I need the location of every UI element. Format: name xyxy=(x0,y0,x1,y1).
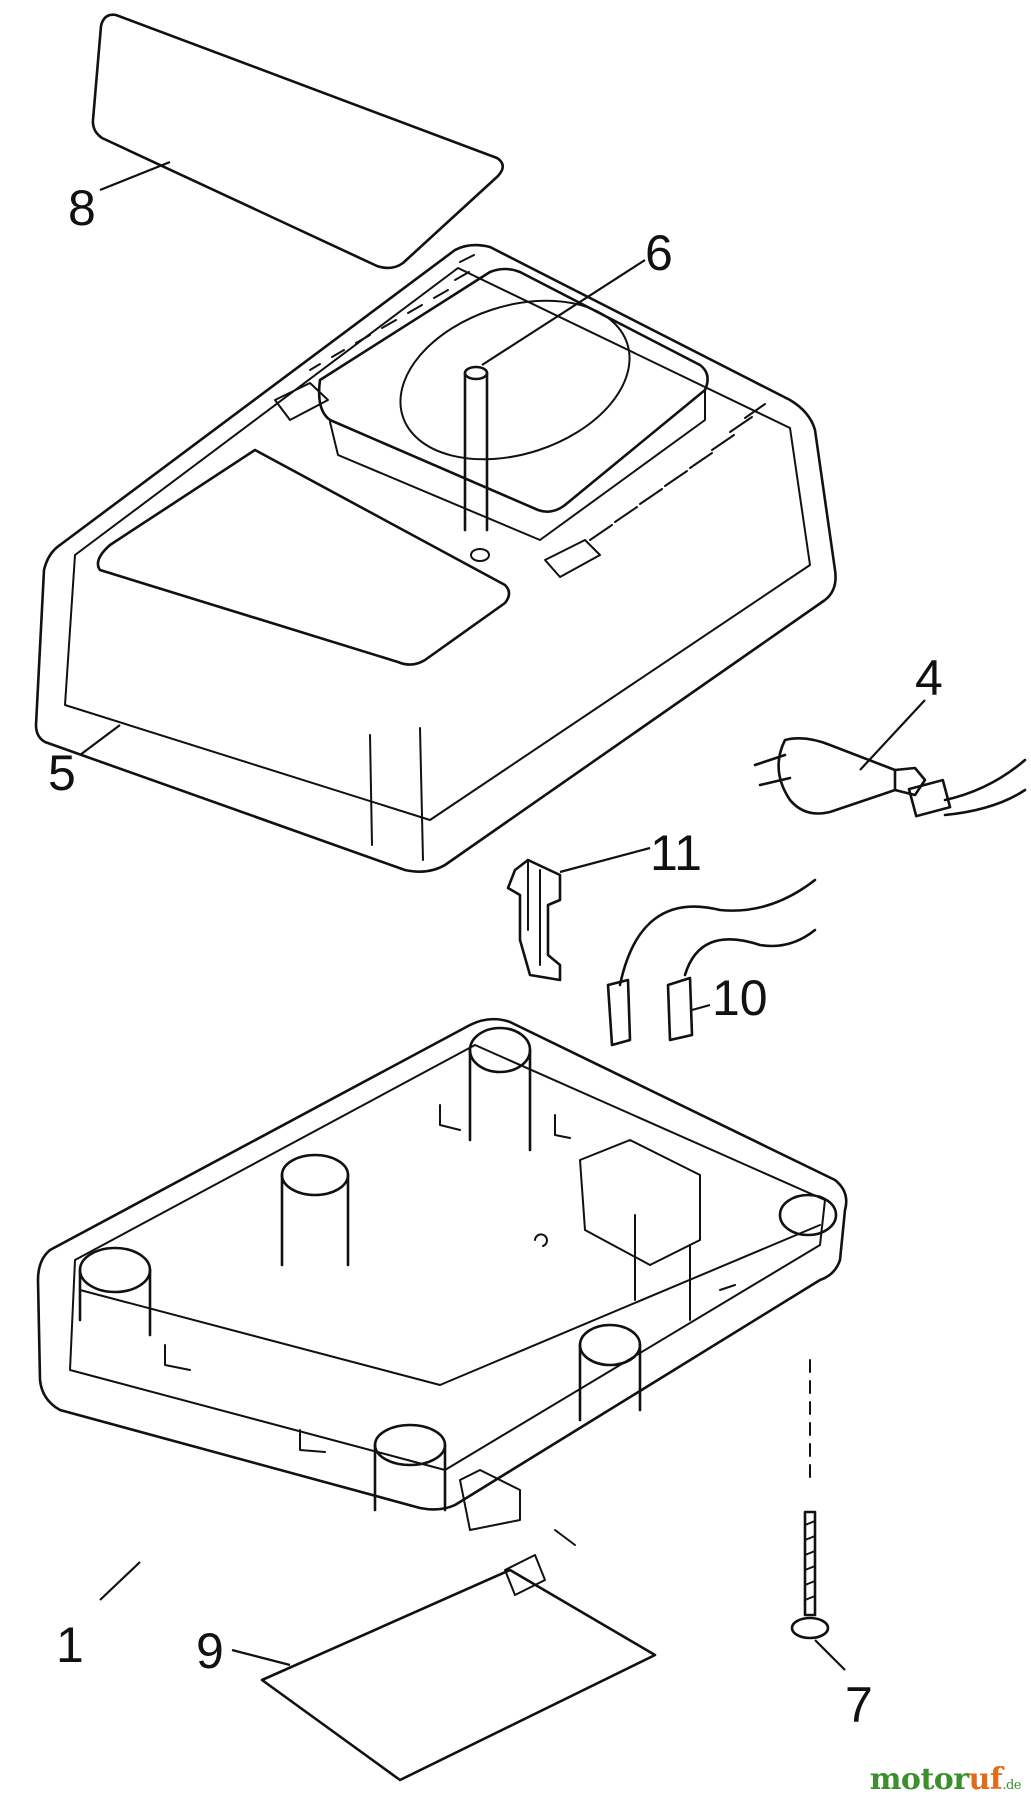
leader-4 xyxy=(859,699,926,771)
leader-11 xyxy=(559,846,651,874)
part-11-clip xyxy=(506,858,562,982)
leader-5 xyxy=(79,724,121,756)
callout-9: 9 xyxy=(196,1623,224,1679)
vent-slots-right xyxy=(589,403,766,541)
part-5-top-cover xyxy=(34,243,837,873)
leader-1 xyxy=(99,1561,141,1601)
part-10-wire-terminals xyxy=(606,878,817,1047)
callout-7: 7 xyxy=(845,1677,873,1733)
leader-9 xyxy=(231,1648,291,1667)
callout-6: 6 xyxy=(645,225,673,281)
part-1-base-housing xyxy=(36,1017,848,1596)
callout-11: 11 xyxy=(650,825,702,881)
motoruf-watermark-logo: motoruf.de xyxy=(869,1762,1022,1797)
leader-7 xyxy=(814,1639,846,1671)
leader-6 xyxy=(481,259,646,366)
part-8-label-sheet xyxy=(91,13,505,270)
callout-10: 10 xyxy=(712,970,768,1026)
vent-slots-top xyxy=(309,254,475,371)
part-4-mains-plug xyxy=(753,737,1027,818)
callout-5: 5 xyxy=(48,745,76,801)
part-6-indicator-rod xyxy=(463,365,490,562)
callout-1: 1 xyxy=(56,1617,84,1673)
leader-8 xyxy=(99,160,171,192)
callout-4: 4 xyxy=(915,650,943,706)
leader-10 xyxy=(691,1003,711,1012)
callout-8: 8 xyxy=(68,180,96,236)
part-7-screw xyxy=(790,1510,830,1640)
part-9-rating-label xyxy=(260,1568,657,1782)
